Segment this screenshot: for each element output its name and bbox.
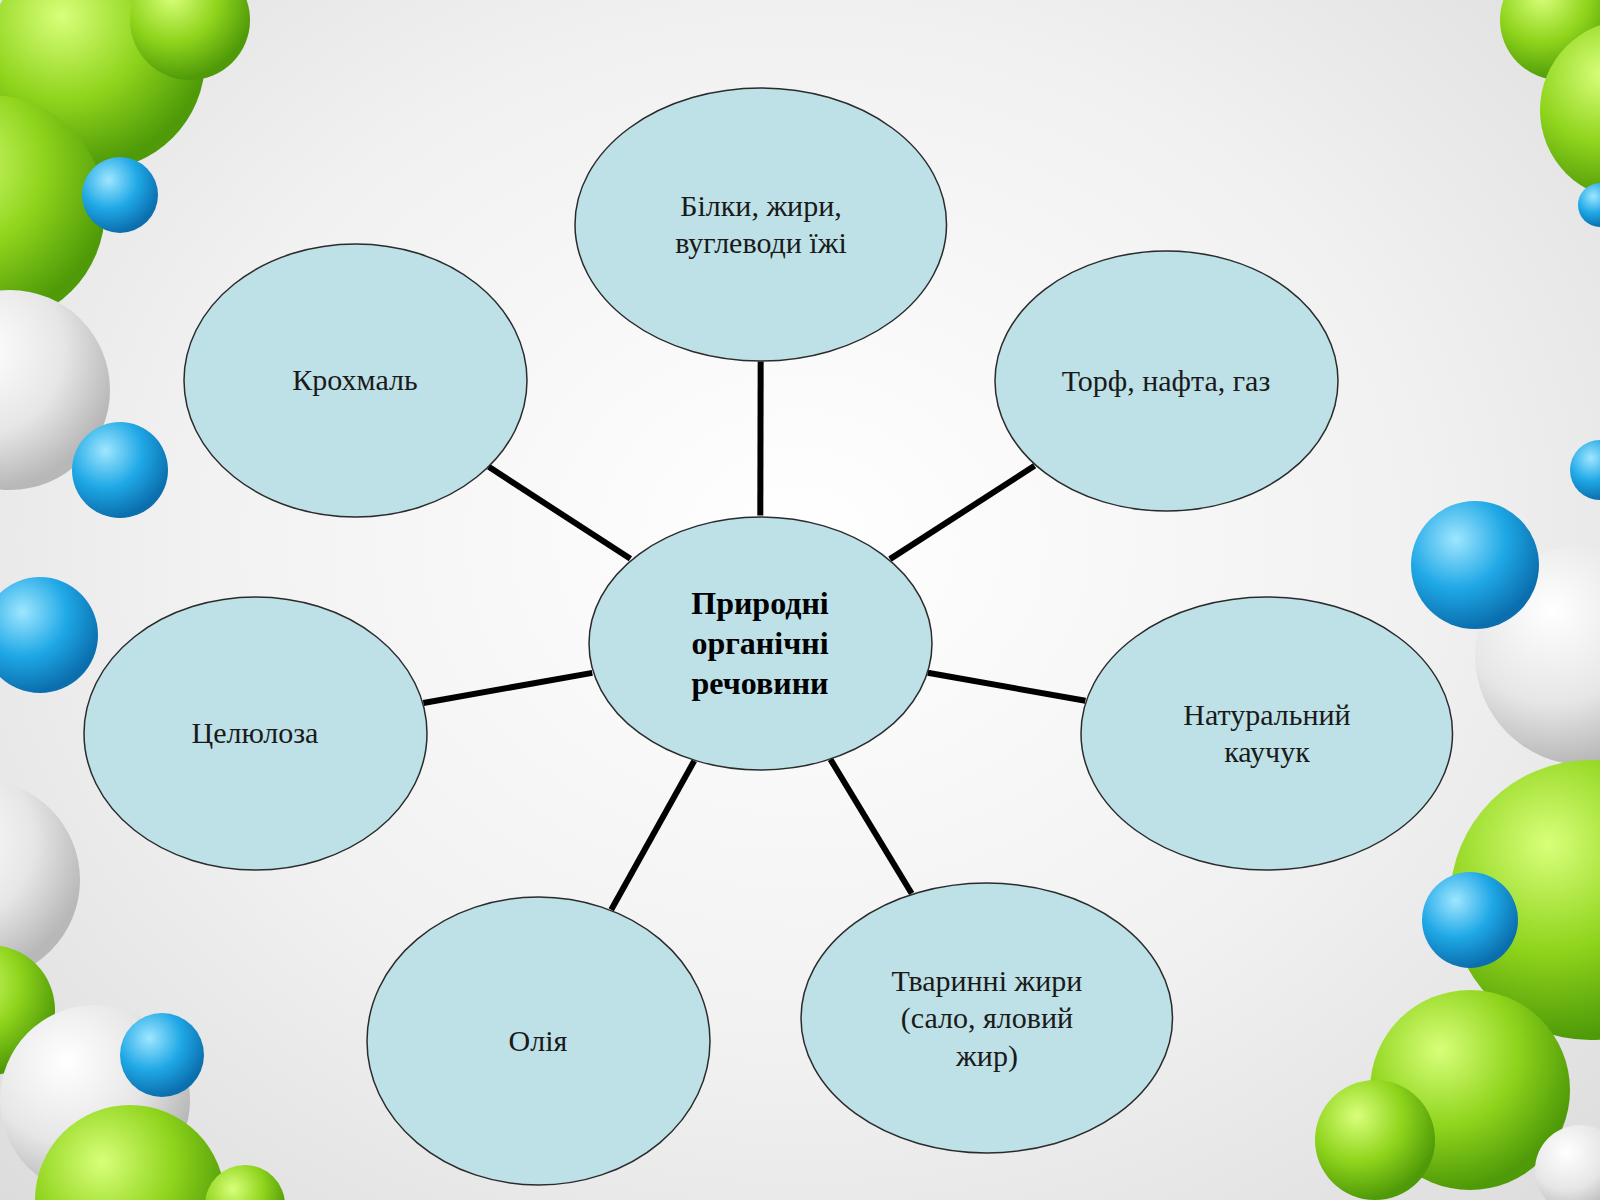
connector-line: [830, 759, 911, 893]
topic-ellipse: Целюлоза: [83, 596, 428, 871]
connector-line: [928, 673, 1086, 701]
ellipse-outline: [574, 87, 948, 362]
connector-line: [423, 673, 592, 703]
connector-line: [489, 467, 631, 559]
ellipse-outline: [1080, 596, 1454, 871]
topic-ellipse: Білки, жири, вуглеводи їжі: [574, 87, 948, 362]
topic-ellipse: Натуральний каучук: [1080, 596, 1454, 871]
node-label: Тваринні жири (сало, яловий жир): [872, 962, 1102, 1075]
connector-line: [890, 466, 1035, 559]
topic-ellipse: Торф, нафта, газ: [994, 250, 1339, 512]
connector-line: [611, 761, 694, 910]
node-label: Олія: [509, 1022, 568, 1060]
topic-ellipse: Крохмаль: [183, 243, 528, 518]
node-label: Торф, нафта, газ: [1062, 362, 1271, 400]
node-label: Природні органічні речовини: [660, 583, 860, 703]
topic-ellipse: Тваринні жири (сало, яловий жир): [800, 882, 1174, 1154]
node-label: Целюлоза: [192, 714, 319, 752]
topic-ellipse: Олія: [366, 896, 711, 1186]
connector-line: [757, 362, 763, 516]
node-label: Крохмаль: [292, 361, 417, 399]
hub-ellipse: Природні органічні речовини: [588, 516, 933, 771]
node-label: Білки, жири, вуглеводи їжі: [646, 187, 876, 262]
node-label: Натуральний каучук: [1152, 696, 1382, 771]
